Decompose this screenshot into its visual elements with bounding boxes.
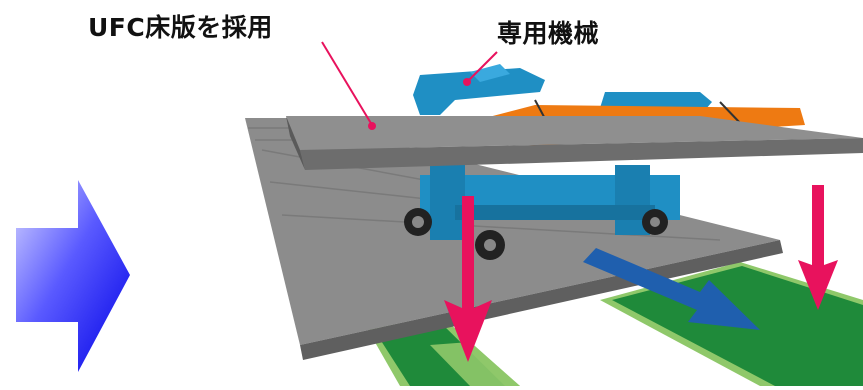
down-arrow-icon <box>444 196 492 362</box>
leader-dot-machine <box>463 78 471 86</box>
machine-label: 専用機械 <box>497 19 600 48</box>
right-arrow-icon <box>16 180 130 372</box>
leader-line-machine <box>466 51 498 83</box>
movement-arrow-icon <box>583 248 760 330</box>
ufc-slab-label: UFC床版を採用 <box>88 13 273 42</box>
leader-dot-ufc <box>368 122 376 130</box>
leader-line-ufc <box>321 41 373 126</box>
machine-arms <box>413 64 712 115</box>
ufc-deck-slab <box>286 116 863 170</box>
down-arrow-icon-right <box>798 185 838 310</box>
